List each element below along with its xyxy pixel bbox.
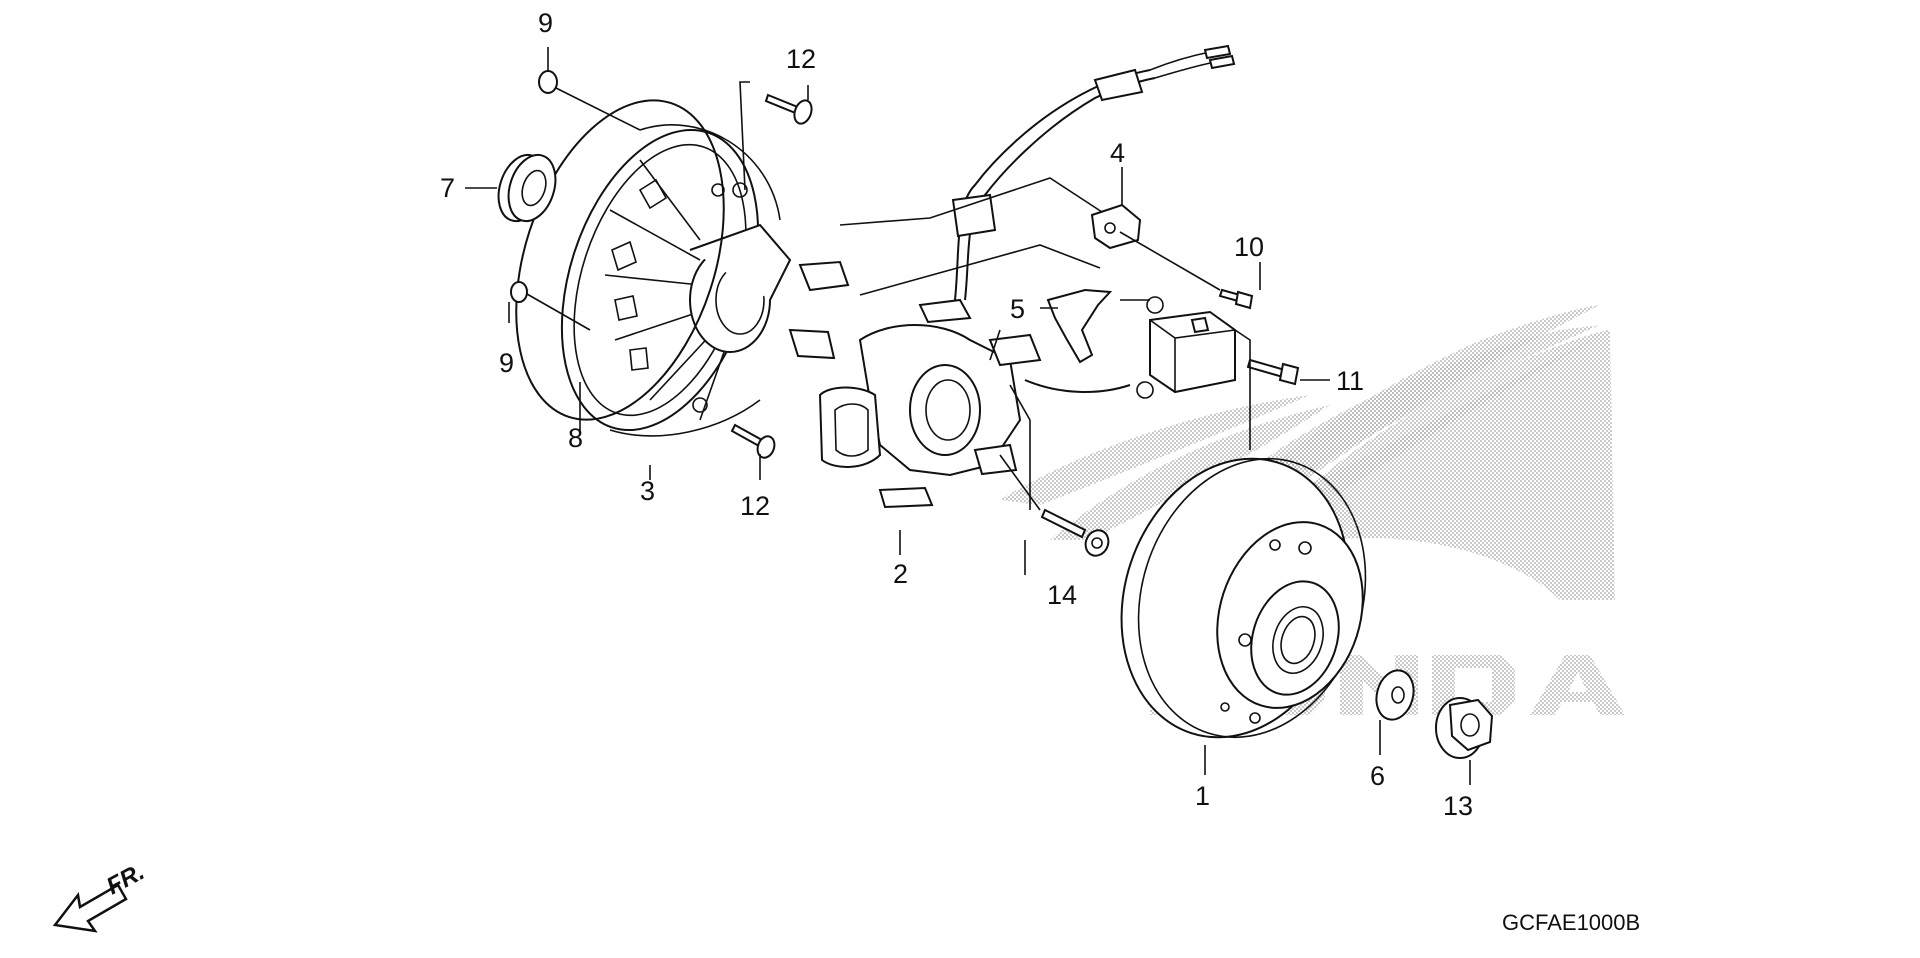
bolt-11 xyxy=(1246,358,1300,386)
callout-10: 10 xyxy=(1234,232,1264,262)
callout-11: 11 xyxy=(1336,366,1364,396)
callout-9-upper: 9 xyxy=(538,8,553,38)
stator-base-plate xyxy=(560,124,850,437)
pulser-module xyxy=(1136,296,1236,399)
bolt-14 xyxy=(1040,508,1110,557)
callout-6: 6 xyxy=(1370,761,1385,791)
callout-8: 8 xyxy=(568,423,583,453)
front-arrow-icon: FR. xyxy=(52,858,149,933)
flywheel xyxy=(1120,457,1367,739)
oil-seal xyxy=(497,153,557,223)
callout-13: 13 xyxy=(1443,791,1473,821)
flange-nut xyxy=(1435,697,1494,759)
callout-labels: 1 2 3 4 5 6 7 8 9 9 10 11 12 12 13 14 xyxy=(440,8,1473,821)
diagram-code: GCFAE1000B xyxy=(1502,910,1640,935)
gasket-ring xyxy=(515,99,725,421)
leader-lines xyxy=(465,47,1471,785)
callout-4: 4 xyxy=(1110,138,1125,168)
wire-clamp xyxy=(1090,203,1142,250)
callout-14: 14 xyxy=(1047,580,1077,610)
washer-lower xyxy=(510,281,528,303)
flywheel-washer xyxy=(1375,669,1415,721)
callout-1: 1 xyxy=(1195,781,1210,811)
screw-lower xyxy=(730,423,776,459)
stator-coil-assembly xyxy=(818,44,1236,509)
callout-5: 5 xyxy=(1010,294,1025,324)
callout-12-upper: 12 xyxy=(786,44,816,74)
callout-2: 2 xyxy=(893,559,908,589)
callout-9-lower: 9 xyxy=(499,348,514,378)
bolt-10 xyxy=(1218,288,1254,310)
washer-upper xyxy=(538,70,558,94)
screw-upper xyxy=(764,93,813,125)
bracket xyxy=(1046,288,1113,364)
callout-7: 7 xyxy=(440,173,455,203)
callout-12-lower: 12 xyxy=(740,491,770,521)
callout-3: 3 xyxy=(640,476,655,506)
